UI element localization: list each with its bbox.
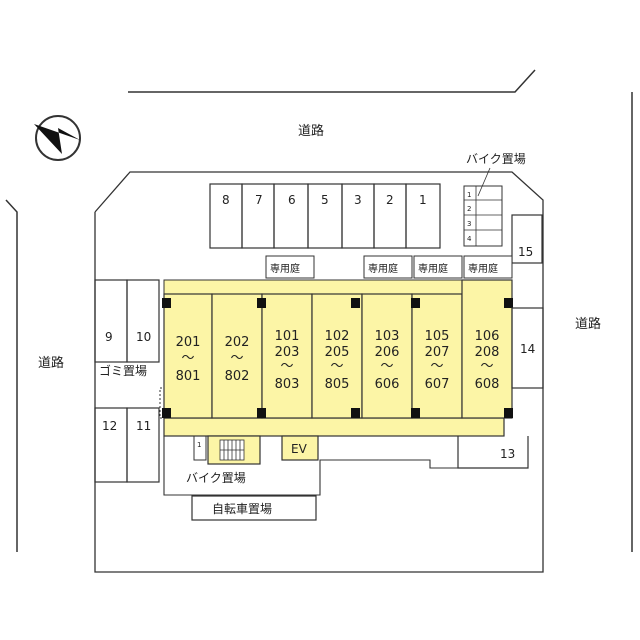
- svg-text:〜: 〜: [330, 359, 343, 374]
- parking-space-15: [511, 214, 543, 264]
- unit-block-2: [211, 293, 263, 419]
- svg-text:〜: 〜: [280, 359, 293, 374]
- elevator-box: [281, 435, 319, 461]
- left-parking-top: [94, 279, 160, 363]
- parking-space-13: [457, 436, 529, 469]
- svg-text:〜: 〜: [181, 351, 194, 366]
- parking-label-2: 2: [386, 193, 394, 207]
- svg-text:202: 202: [225, 335, 250, 350]
- private-garden-label-3: 専用庭: [418, 262, 448, 275]
- svg-text:207: 207: [425, 345, 450, 360]
- bicycle-parking-label: 自転車置場: [212, 502, 272, 516]
- top-parking-row: [209, 183, 441, 249]
- unit-block-6: [411, 293, 463, 419]
- north-arrow-icon: [34, 115, 81, 161]
- bike-label-leader: [477, 167, 491, 197]
- unit-block-5: [361, 293, 413, 419]
- road-label-right: 道路: [575, 316, 601, 332]
- bike-parking-bottom-label: バイク置場: [186, 471, 246, 485]
- private-garden-label-4: 専用庭: [468, 262, 498, 275]
- svg-text:805: 805: [325, 377, 350, 392]
- structural-columns: [162, 298, 513, 418]
- bike-slot-bottom: [193, 435, 207, 461]
- parking-label-3: 3: [354, 193, 362, 207]
- parking-label-10: 10: [136, 330, 151, 344]
- unit-block-7: [461, 279, 513, 419]
- unit-label-3: 101 203 〜 803: [275, 329, 300, 392]
- svg-text:606: 606: [375, 377, 400, 392]
- parking-label-5: 5: [321, 193, 329, 207]
- svg-text:203: 203: [275, 345, 300, 360]
- svg-text:205: 205: [325, 345, 350, 360]
- svg-text:608: 608: [475, 377, 500, 392]
- bike-slot-4: 4: [467, 235, 472, 243]
- unit-label-1: 201 〜 801: [176, 335, 201, 384]
- svg-text:106: 106: [475, 329, 500, 344]
- unit-label-7: 106 208 〜 608: [475, 329, 500, 392]
- svg-text:607: 607: [425, 377, 450, 392]
- road-edge-left: [5, 199, 18, 552]
- road-label-top: 道路: [298, 123, 324, 139]
- unit-label-5: 103 206 〜 606: [375, 329, 400, 392]
- bike-slot-2: 2: [467, 205, 471, 213]
- building-top-band: [163, 279, 513, 295]
- unit-label-6: 105 207 〜 607: [425, 329, 450, 392]
- parking-space-14: [511, 307, 544, 389]
- parking-label-1: 1: [419, 193, 427, 207]
- parking-label-13: 13: [500, 447, 515, 461]
- private-garden-label-2: 専用庭: [368, 262, 398, 275]
- svg-text:101: 101: [275, 329, 300, 344]
- parking-label-11: 11: [136, 419, 151, 433]
- svg-text:208: 208: [475, 345, 500, 360]
- bicycle-parking-box: [191, 495, 317, 521]
- svg-text:201: 201: [176, 335, 201, 350]
- unit-block-1: [163, 293, 213, 419]
- bike-slot-1: 1: [467, 191, 471, 199]
- parking-label-6: 6: [288, 193, 296, 207]
- unit-label-4: 102 205 〜 805: [325, 329, 350, 392]
- garbage-label: ゴミ置場: [99, 363, 147, 378]
- svg-text:〜: 〜: [430, 359, 443, 374]
- elevator-label: EV: [291, 442, 308, 456]
- svg-text:802: 802: [225, 369, 250, 384]
- left-parking-bottom: [94, 407, 160, 483]
- bike-parking-top-area: [463, 167, 503, 247]
- bike-slot-bottom-label: 1: [197, 441, 201, 449]
- svg-text:801: 801: [176, 369, 201, 384]
- svg-text:〜: 〜: [380, 359, 393, 374]
- building-corridor: [163, 417, 505, 437]
- svg-text:〜: 〜: [480, 359, 493, 374]
- unit-label-2: 202 〜 802: [225, 335, 250, 384]
- svg-text:102: 102: [325, 329, 350, 344]
- parking-label-14: 14: [520, 342, 535, 356]
- private-garden-label-1: 専用庭: [270, 262, 300, 275]
- parking-label-7: 7: [255, 193, 263, 207]
- svg-text:803: 803: [275, 377, 300, 392]
- private-garden-row: [265, 255, 513, 279]
- parking-label-9: 9: [105, 330, 113, 344]
- bike-slot-3: 3: [467, 220, 471, 228]
- road-label-left: 道路: [38, 355, 64, 371]
- road-edge-top: [128, 69, 536, 93]
- parking-label-12: 12: [102, 419, 117, 433]
- unit-block-4: [311, 293, 363, 419]
- svg-text:105: 105: [425, 329, 450, 344]
- parking-label-15: 15: [518, 245, 533, 259]
- site-boundary: [94, 171, 544, 573]
- svg-text:206: 206: [375, 345, 400, 360]
- svg-text:103: 103: [375, 329, 400, 344]
- unit-blocks: [163, 279, 513, 419]
- bike-parking-top-label: バイク置場: [466, 152, 526, 166]
- parking-label-8: 8: [222, 193, 230, 207]
- lower-service-outline: [163, 436, 458, 496]
- svg-text:〜: 〜: [230, 351, 243, 366]
- stairs-icon: [207, 435, 261, 465]
